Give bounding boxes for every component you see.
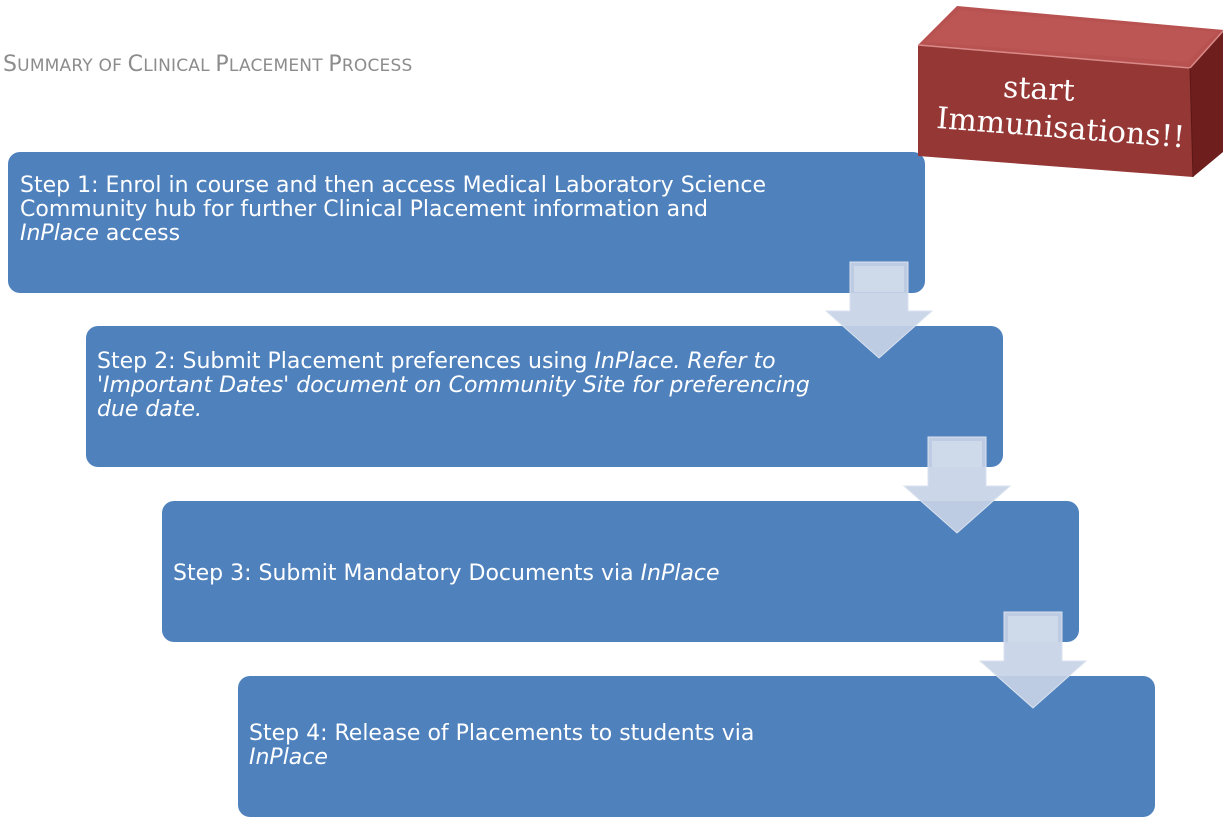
page-title: SUMMARY OF CLINICAL PLACEMENT PROCESS (3, 52, 412, 77)
step-1-tail: access (98, 221, 181, 246)
step-4-inplace: InPlace (249, 745, 328, 770)
title-rocess: ROCESS (341, 56, 413, 76)
immunisation-reminder-box (917, 6, 1223, 178)
step-3-inplace: InPlace (640, 561, 720, 586)
step-2-main: Step 2: Submit Placement preferences usi… (97, 349, 595, 374)
title-linical: LINICAL (143, 56, 216, 76)
title-lacement: LACEMENT (228, 56, 329, 76)
step-2-box: Step 2: Submit Placement preferences usi… (86, 326, 1003, 467)
step-4-text: Step 4: Release of Placements to student… (249, 722, 989, 770)
step-2-italic: InPlace. Refer to 'Important Dates' docu… (97, 349, 810, 422)
step-2-text: Step 2: Submit Placement preferences usi… (97, 350, 837, 422)
step-4-box: Step 4: Release of Placements to student… (238, 676, 1155, 817)
step-3-box: Step 3: Submit Mandatory Documents via I… (162, 501, 1079, 642)
step-4-main: Step 4: Release of Placements to student… (249, 721, 755, 746)
down-arrow-3-icon (978, 611, 1088, 709)
step-3-text: Step 3: Submit Mandatory Documents via I… (173, 562, 913, 586)
title-c: C (127, 52, 144, 77)
step-1-box: Step 1: Enrol in course and then access … (8, 152, 925, 293)
title-p2: P (328, 52, 342, 77)
step-1-inplace: InPlace (20, 221, 99, 246)
title-s: S (3, 52, 18, 77)
step-1-text: Step 1: Enrol in course and then access … (20, 174, 780, 246)
step-3-main: Step 3: Submit Mandatory Documents via (173, 561, 641, 586)
step-1-main: Step 1: Enrol in course and then access … (20, 173, 766, 222)
down-arrow-2-icon (902, 436, 1012, 534)
down-arrow-1-icon (824, 261, 934, 359)
title-p1: P (215, 52, 229, 77)
title-ummary: UMMARY OF (17, 56, 128, 76)
